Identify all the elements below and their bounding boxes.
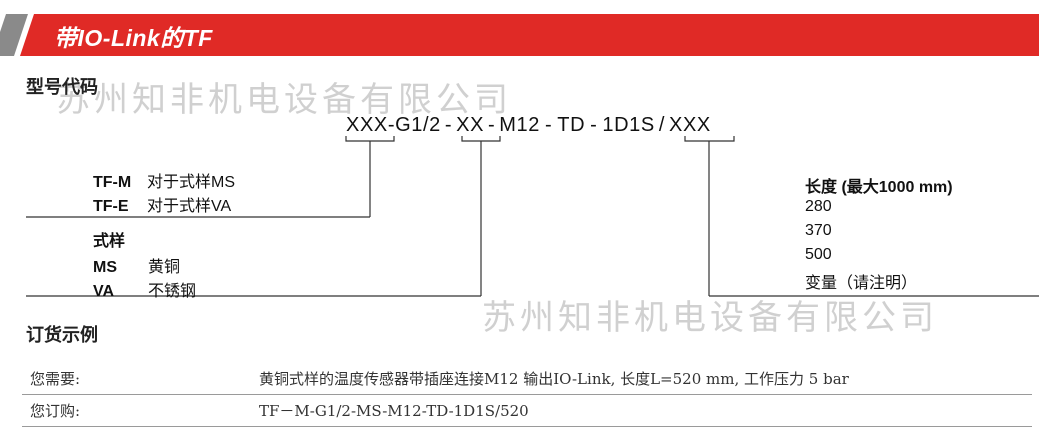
order-row-value: TF－M-G1/2-MS-M12-TD-1D1S/520 — [259, 402, 529, 420]
type-code: TF-E — [93, 198, 129, 215]
banner-shape — [0, 14, 1039, 56]
order-row-value: 黄铜式样的温度传感器带插座连接M12 输出IO-Link, 长度L=520 mm… — [259, 370, 849, 388]
code-part-style: XX — [456, 114, 485, 136]
style-desc: 不锈钢 — [148, 283, 197, 300]
code-sep: - — [387, 114, 396, 136]
style-code: MS — [93, 259, 117, 276]
watermark-bottom: 苏州知非机电设备有限公司 — [482, 299, 938, 337]
style-option: MS 黄铜 — [93, 253, 180, 277]
length-value: 370 — [805, 222, 832, 239]
model-code-heading: 型号代码 — [26, 77, 98, 97]
order-example-heading: 订货示例 — [26, 325, 98, 345]
style-heading: 式样 — [93, 233, 126, 250]
table-row: 您需要: 黄铜式样的温度传感器带插座连接M12 输出IO-Link, 长度L=5… — [22, 362, 1032, 395]
type-option: TF-E 对于式样VA — [93, 192, 231, 216]
code-sep: - — [545, 114, 553, 136]
code-part-connector: M12 — [499, 114, 540, 136]
code-part-type: XXX — [346, 114, 388, 136]
code-sep: - — [488, 114, 496, 136]
type-desc: 对于式样VA — [147, 198, 232, 215]
length-value: 280 — [805, 198, 832, 215]
length-heading: 长度 (最大1000 mm) — [805, 179, 953, 196]
style-option: VA 不锈钢 — [93, 277, 196, 301]
code-sep: - — [590, 114, 598, 136]
length-value: 变量（请注明） — [805, 275, 918, 292]
code-part-output: 1D1S — [602, 114, 655, 136]
type-desc: 对于式样MS — [147, 174, 236, 191]
order-row-label: 您订购: — [30, 402, 81, 420]
type-option: TF-M 对于式样MS — [93, 168, 235, 192]
code-sep: - — [444, 114, 453, 136]
code-part-signal: TD — [557, 114, 586, 136]
type-code: TF-M — [93, 174, 132, 191]
code-sep: / — [658, 114, 666, 136]
banner-title: 带IO-Link的TF — [54, 25, 213, 51]
code-part-thread: G1/2 — [395, 114, 441, 136]
watermark-top: 苏州知非机电设备有限公司 — [56, 81, 512, 119]
order-row-label: 您需要: — [30, 370, 81, 388]
code-part-length: XXX — [669, 114, 711, 136]
table-row: 您订购: TF－M-G1/2-MS-M12-TD-1D1S/520 — [22, 394, 1032, 427]
section-banner: 带IO-Link的TF — [0, 14, 1039, 56]
length-value: 500 — [805, 246, 832, 263]
style-desc: 黄铜 — [148, 259, 181, 276]
style-code: VA — [93, 283, 115, 300]
model-code: XXX-G1/2-XX-M12-TD-1D1S/XXX — [346, 114, 711, 137]
